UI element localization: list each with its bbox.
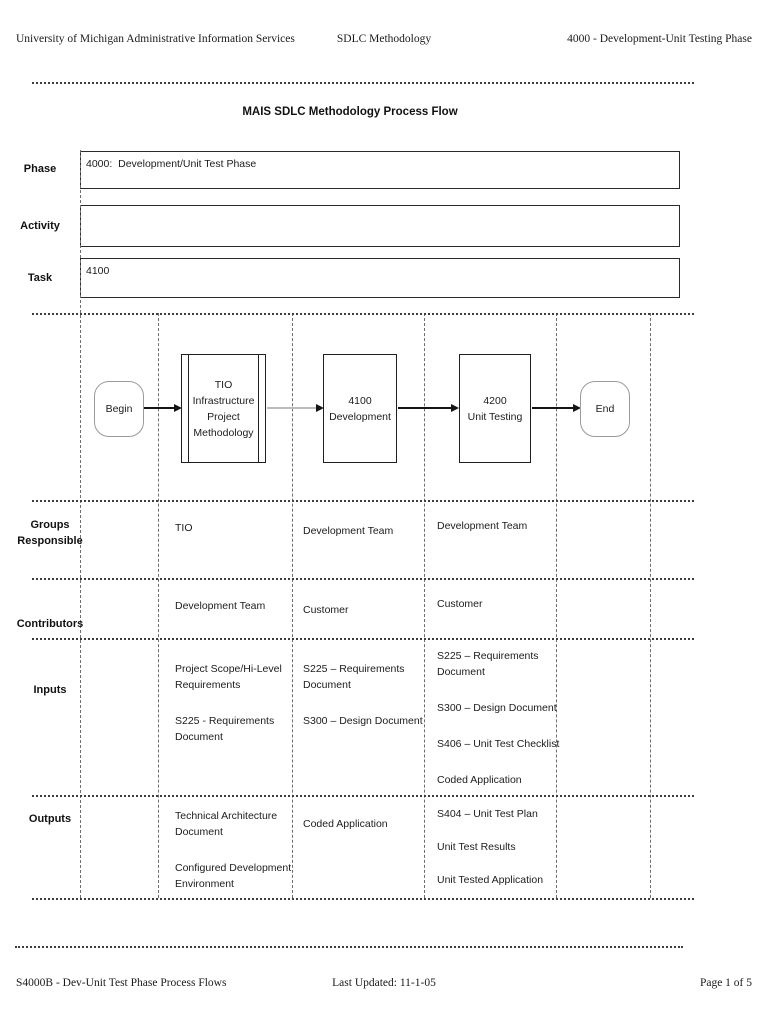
flowchart-unit-testing-node: 4200 Unit Testing [459,354,531,463]
grid-vline [650,313,651,898]
flowchart-development-node: 4100 Development [323,354,397,463]
activity-label: Activity [20,220,60,232]
cell-paragraph: S406 – Unit Test Checklist [437,738,560,750]
cell-paragraph: Development Team [175,600,266,612]
cell-paragraph: Technical Architecture Document [175,810,278,838]
connector-tio-development [267,407,317,409]
grid-vline [424,313,425,898]
cell-paragraph: TIO [175,522,193,534]
cell-paragraph: Customer [437,598,483,610]
cell-paragraph: S225 - Requirements Document [175,715,275,743]
connector-unittesting-end [532,407,574,409]
cell-groups-unittesting: Development Team [437,518,561,534]
cell-contributors-development: Customer [303,602,423,618]
footer-separator [15,946,683,948]
grid-vline [158,313,159,898]
cell-paragraph: S225 – Requirements Document [303,663,405,691]
cell-groups-development: Development Team [303,523,423,539]
grid-hline [32,313,694,315]
header-separator [32,82,694,84]
page-title: MAIS SDLC Methodology Process Flow [242,106,458,118]
cell-paragraph: Unit Test Results [437,841,516,853]
cell-paragraph: S404 – Unit Test Plan [437,808,538,820]
cell-paragraph: Configured Development Environment [175,862,292,890]
groups-responsible-row-label: Groups Responsible [17,519,83,547]
header-org: University of Michigan Administrative In… [16,33,295,45]
task-box: 4100 [80,258,680,298]
cell-paragraph: Coded Application [303,818,388,830]
connector-begin-tio [144,407,175,409]
cell-paragraph: Development Team [303,525,394,537]
cell-outputs-development: Coded Application [303,816,423,832]
grid-hline [32,578,694,580]
cell-paragraph: Development Team [437,520,528,532]
cell-paragraph: S300 – Design Document [437,702,557,714]
grid-vline [292,313,293,898]
cell-groups-tio: TIO [175,520,293,536]
arrowhead-icon [174,403,182,412]
end-node-label: End [595,403,615,415]
arrowhead-icon [451,403,459,412]
header-doc: SDLC Methodology [336,33,432,45]
cell-paragraph: Unit Tested Application [437,874,544,886]
footer-doc-id: S4000B - Dev-Unit Test Phase Process Flo… [16,977,227,989]
arrowhead-icon [316,403,324,412]
activity-box [80,205,680,247]
cell-paragraph: Coded Application [437,774,522,786]
predefined-process-bars [188,354,259,463]
flowchart-begin-node: Begin [94,381,144,437]
inputs-row-label: Inputs [33,684,67,696]
grid-hline [32,638,694,640]
phase-label: Phase [23,163,57,175]
cell-contributors-tio: Development Team [175,598,293,614]
grid-hline [32,898,694,900]
cell-paragraph: Customer [303,604,349,616]
development-node-label: 4100 Development [329,394,391,423]
cell-paragraph: Project Scope/Hi-Level Requirements [175,663,282,691]
connector-development-unittesting [398,407,452,409]
task-label: Task [27,272,53,284]
footer-last-updated: Last Updated: 11-1-05 [332,977,436,989]
grid-hline [32,795,694,797]
phase-box: 4000: Development/Unit Test Phase [80,151,680,189]
cell-contributors-unittesting: Customer [437,596,561,612]
cell-paragraph: S300 – Design Document [303,715,423,727]
arrowhead-icon [573,403,581,412]
footer-page-number: Page 1 of 5 [699,977,752,989]
outputs-row-label: Outputs [28,813,72,825]
task-value: 4100 [86,265,110,277]
flowchart-end-node: End [580,381,630,437]
tio-node-label: TIO Infrastructure Project Methodology [192,378,255,439]
phase-value: 4000: Development/Unit Test Phase [86,158,257,170]
grid-vline [556,313,557,898]
header-phase: 4000 - Development-Unit Testing Phase [567,33,752,45]
contributors-row-label: Contributors [16,618,84,630]
begin-node-label: Begin [105,403,133,415]
unit-testing-node-label: 4200 Unit Testing [467,394,523,423]
cell-paragraph: S225 – Requirements Document [437,650,539,678]
grid-hline [32,500,694,502]
flowchart-tio-methodology-node: TIO Infrastructure Project Methodology [181,354,266,463]
grid-vline [80,150,81,898]
